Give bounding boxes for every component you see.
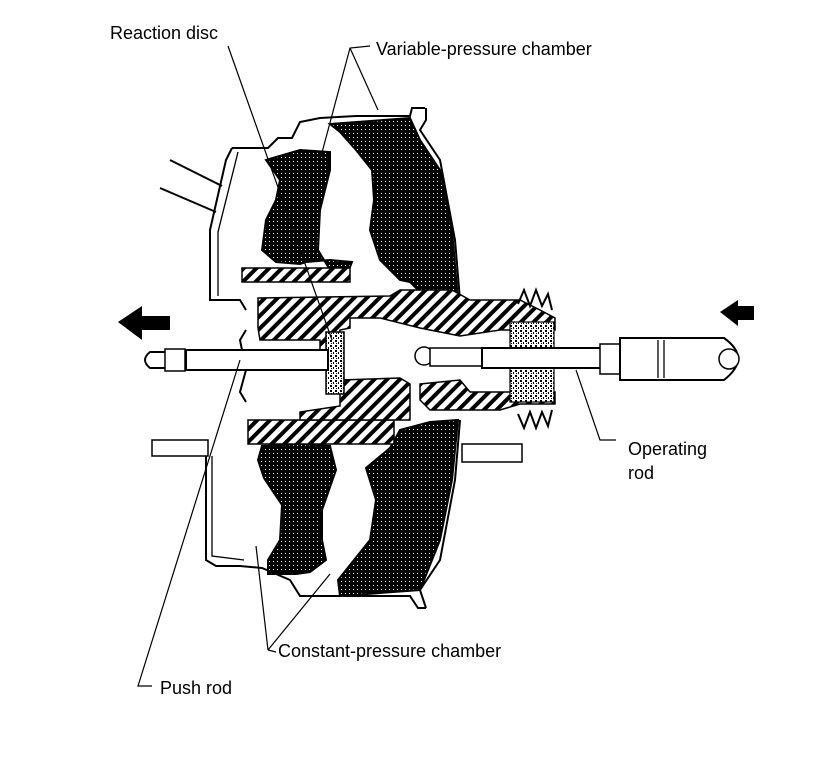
leader-constant-pressure-c [267,649,277,653]
bellows-upper [517,287,553,311]
label-push-rod: Push rod [160,678,233,698]
front-diaphragm-upper [260,148,354,274]
front-plate-lower [247,419,395,445]
label-operating-rod-line2: rod [628,463,655,483]
rear-diaphragm-lower [336,418,460,598]
front-diaphragm-lower [256,442,338,575]
leader-variable-pressure-b [349,47,379,111]
label-variable-pressure-chamber: Variable-pressure chamber [376,39,592,59]
plunger [429,347,483,367]
leader-push-rod [137,359,241,687]
leader-constant-pressure-a [255,545,269,651]
front-stud [151,439,209,457]
rear-stud [461,443,523,463]
output-arrow-icon [118,306,170,340]
rear-shell [418,108,461,609]
leader-operating-rod [575,369,616,441]
label-reaction-disc: Reaction disc [110,23,219,43]
label-constant-pressure-chamber: Constant-pressure chamber [278,641,502,661]
input-arrow-icon [720,300,754,326]
push-rod [144,348,329,372]
leader-constant-pressure-b [267,573,331,651]
leader-reaction-disc [227,45,333,341]
label-operating-rod-line1: Operating [628,439,708,459]
front-plate-upper [241,267,351,283]
bellows-lower [517,409,553,431]
operating-rod [481,337,740,381]
rear-diaphragm-upper [327,116,460,301]
valve-body-lower [299,377,556,421]
